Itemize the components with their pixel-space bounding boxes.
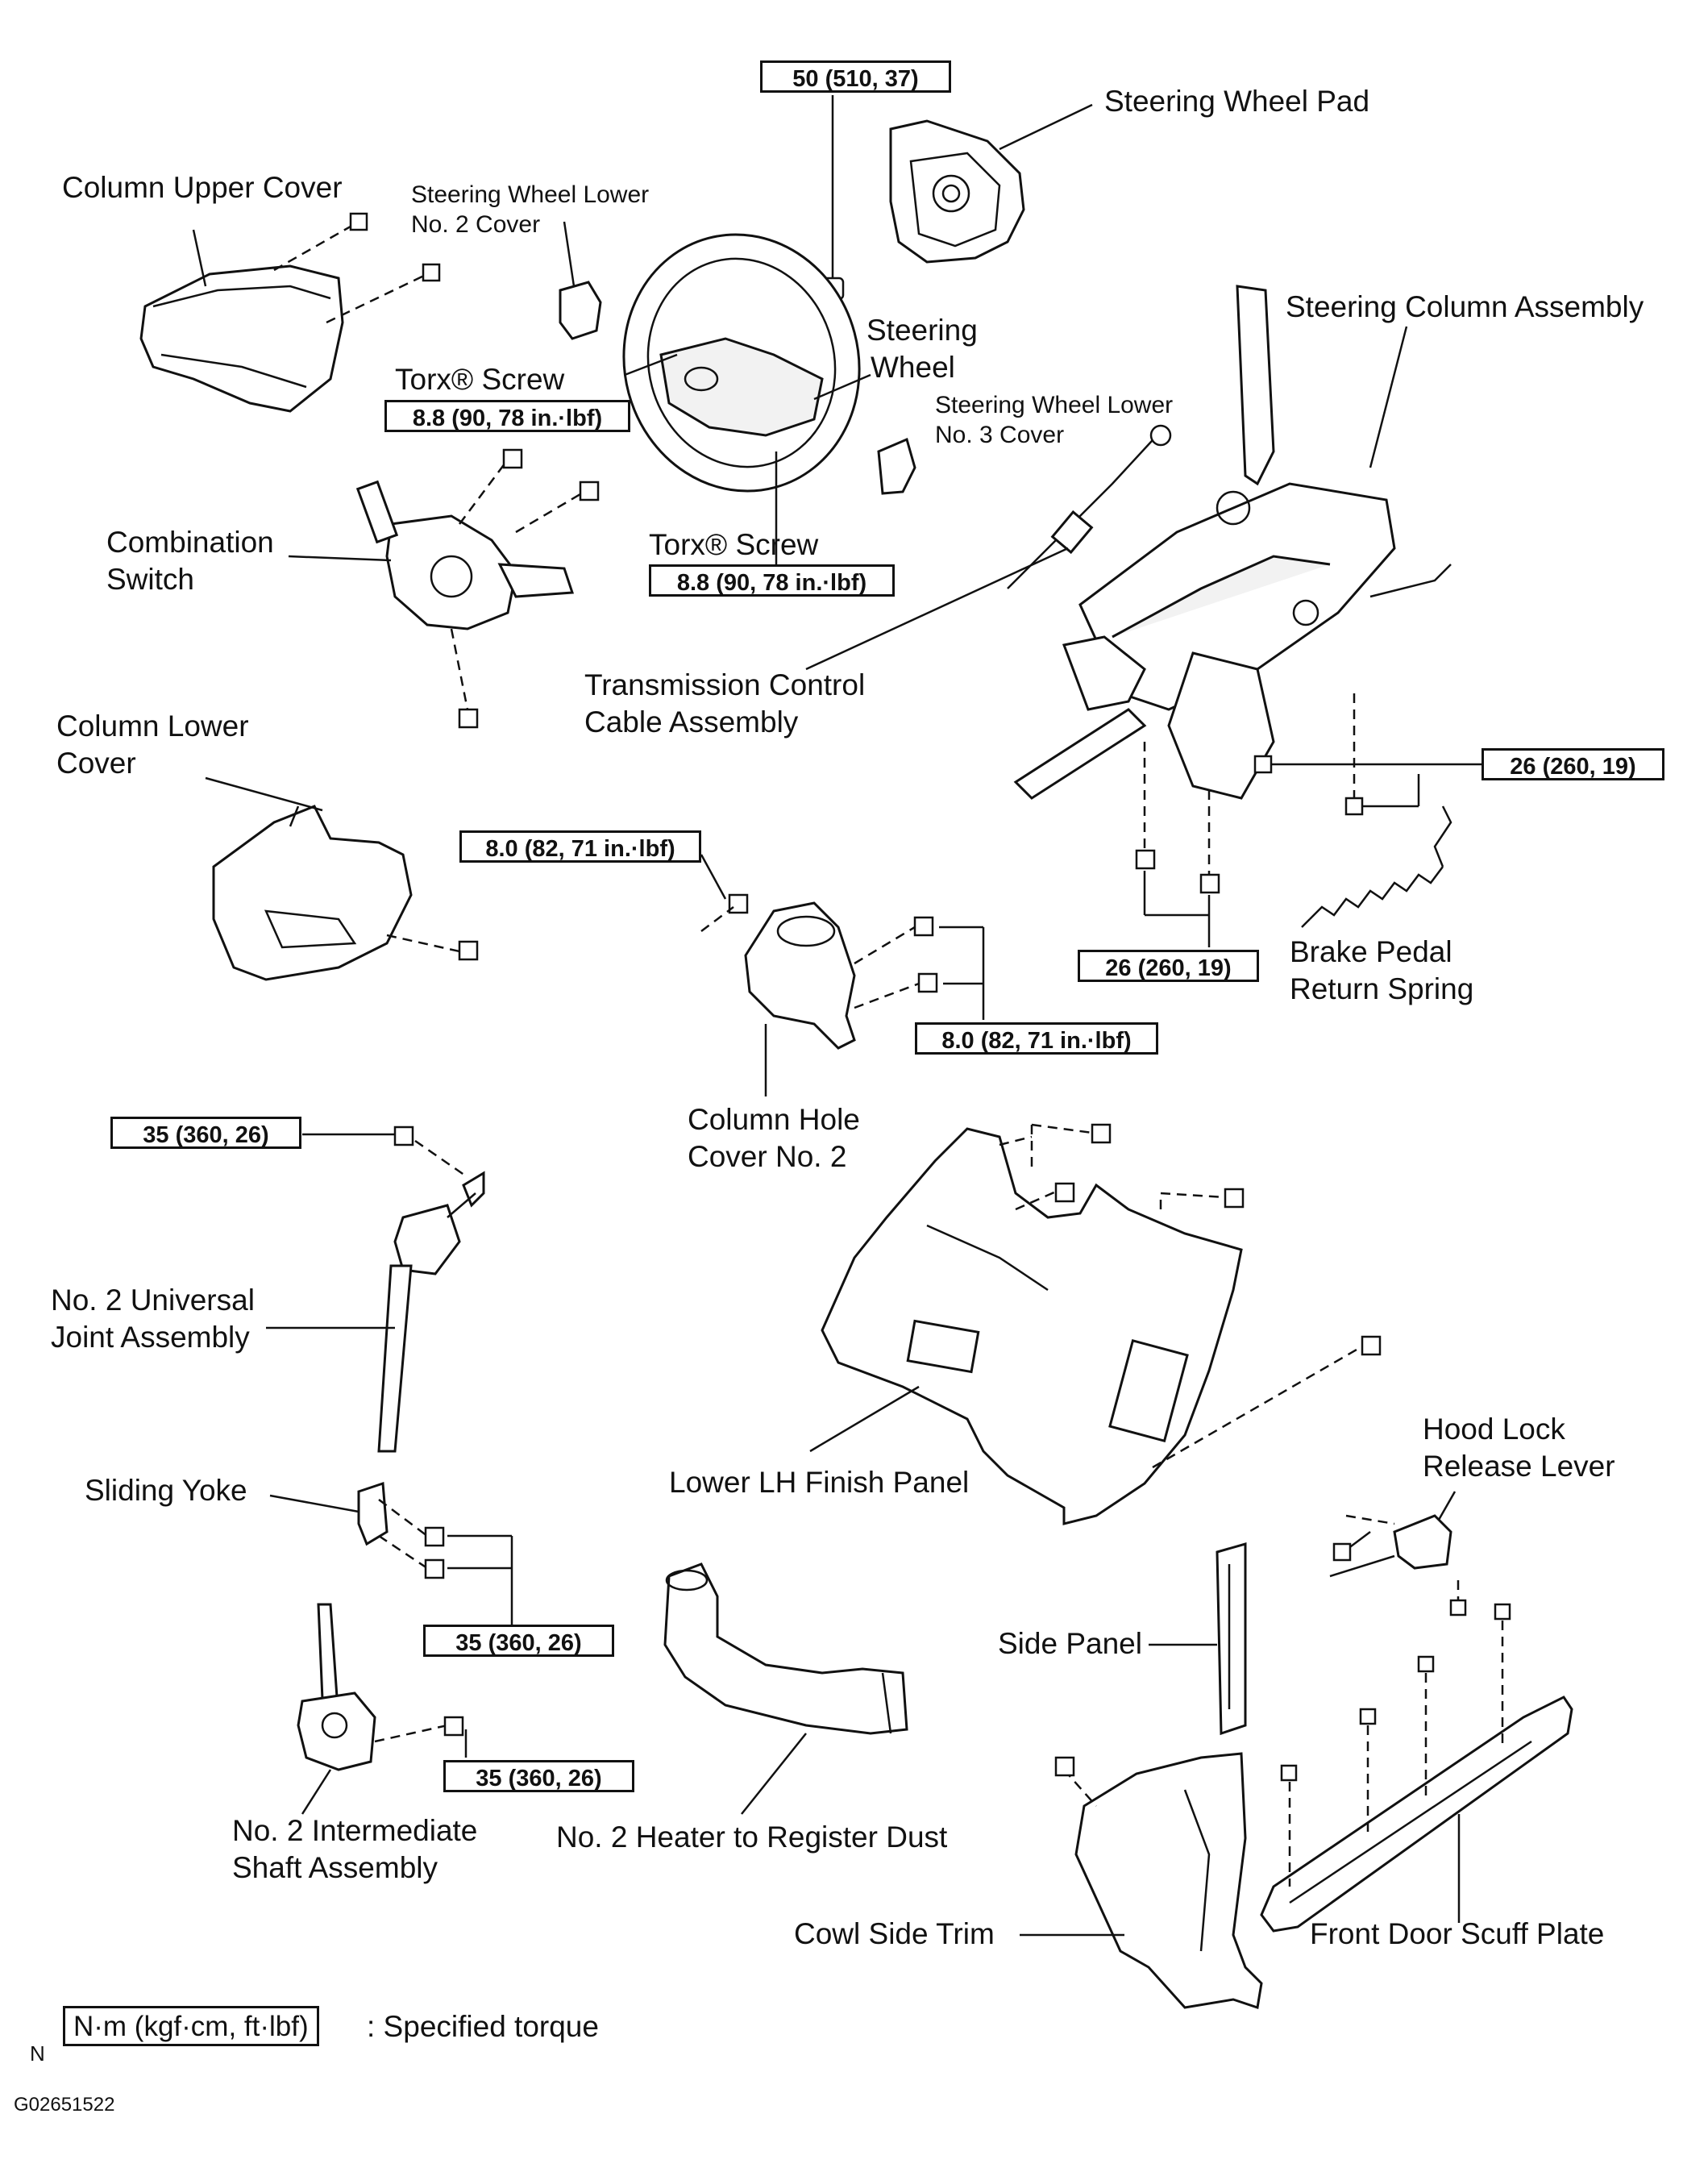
torque-wheel-nut: 50 (510, 37) — [760, 60, 951, 93]
column-hole-cover-drawing — [744, 901, 856, 1050]
steering-column-assembly-label: Steering Column Assembly — [1286, 290, 1644, 323]
sliding-yoke-label: Sliding Yoke — [85, 1474, 247, 1507]
legend-torque-unit-box: N·m (kgf·cm, ft·lbf) — [63, 2006, 319, 2046]
figure-code: G02651522 — [14, 2094, 115, 2116]
heater-to-register-dust-label: No. 2 Heater to Register Dust — [556, 1820, 948, 1854]
torque-universal-joint: 35 (360, 26) — [110, 1117, 301, 1149]
torque-sliding-yoke: 35 (360, 26) — [423, 1625, 614, 1657]
north-mark: N — [30, 2041, 45, 2066]
steering-wheel-pad-drawing — [889, 119, 1025, 264]
steering-wheel-drawing — [622, 233, 861, 493]
column-hole-cover-label-line1: Column Hole — [688, 1103, 860, 1136]
combination-switch-drawing — [355, 480, 575, 630]
torque-intermediate-shaft: 35 (360, 26) — [443, 1760, 634, 1792]
brake-pedal-return-spring-label-line2: Return Spring — [1290, 972, 1474, 1005]
universal-joint-assembly-label-line2: Joint Assembly — [51, 1321, 250, 1354]
intermediate-shaft-assembly-label-line2: Shaft Assembly — [232, 1851, 438, 1884]
front-door-scuff-plate-label: Front Door Scuff Plate — [1310, 1917, 1605, 1950]
steering-wheel-lower-no3-cover-label-line2: No. 3 Cover — [935, 422, 1065, 448]
torx-screw-right-label: Torx® Screw — [649, 528, 819, 561]
intermediate-shaft-assembly-label-line1: No. 2 Intermediate — [232, 1814, 478, 1847]
combination-switch-label-line2: Switch — [106, 563, 194, 596]
universal-joint-drawing — [377, 1171, 485, 1453]
steering-column-assembly-drawing — [1013, 285, 1452, 800]
combination-switch-label-line1: Combination — [106, 526, 274, 559]
torque-column-nut-right: 26 (260, 19) — [1482, 748, 1664, 780]
column-lower-cover-label-line1: Column Lower — [56, 709, 249, 743]
steering-wheel-lower-no2-cover-label-line1: Steering Wheel Lower — [411, 181, 650, 208]
lower-lh-finish-panel-label: Lower LH Finish Panel — [669, 1466, 970, 1499]
steering-wheel-lower-no3-cover-label-line1: Steering Wheel Lower — [935, 392, 1174, 418]
torx-screw-left-label: Torx® Screw — [395, 363, 565, 396]
hood-lock-release-lever-label-line2: Release Lever — [1423, 1450, 1615, 1483]
column-hole-cover-label-line2: Cover No. 2 — [688, 1140, 847, 1173]
torque-torx-screw-right: 8.8 (90, 78 in.·lbf) — [649, 564, 895, 597]
steering-wheel-lower-no2-cover-label-line2: No. 2 Cover — [411, 211, 541, 238]
transmission-control-cable-label-line2: Cable Assembly — [584, 705, 799, 739]
steering-wheel-pad-label: Steering Wheel Pad — [1104, 85, 1370, 118]
column-upper-cover-label: Column Upper Cover — [62, 171, 343, 204]
lower-lh-finish-panel-drawing — [821, 1127, 1243, 1525]
steering-wheel-label-line2: Wheel — [871, 351, 955, 384]
intermediate-shaft-drawing — [297, 1603, 376, 1771]
cowl-side-trim-label: Cowl Side Trim — [794, 1917, 995, 1950]
column-upper-cover-drawing — [139, 264, 344, 413]
column-lower-cover-drawing — [212, 805, 413, 981]
transmission-control-cable-label-line1: Transmission Control — [584, 668, 866, 701]
legend-description: : Specified torque — [367, 2010, 599, 2043]
steering-wheel-label-line1: Steering — [866, 314, 978, 347]
side-panel-label: Side Panel — [998, 1627, 1142, 1660]
front-door-scuff-plate-drawing — [1260, 1696, 1573, 1933]
cowl-side-trim-drawing — [1074, 1752, 1263, 2009]
brake-pedal-return-spring-label-line1: Brake Pedal — [1290, 935, 1452, 968]
hood-lock-release-lever-label-line1: Hood Lock — [1423, 1413, 1565, 1446]
column-lower-cover-label-line2: Cover — [56, 747, 136, 780]
universal-joint-assembly-label-line1: No. 2 Universal — [51, 1284, 255, 1317]
heater-register-duct-drawing — [663, 1562, 908, 1735]
side-panel-drawing — [1216, 1542, 1247, 1736]
torque-column-nut-lower: 26 (260, 19) — [1078, 950, 1259, 982]
torque-hole-cover-right: 8.0 (82, 71 in.·lbf) — [915, 1022, 1158, 1055]
hood-lock-lever-drawing — [1329, 1514, 1452, 1578]
torque-torx-screw-left: 8.8 (90, 78 in.·lbf) — [384, 400, 630, 432]
torque-hole-cover-top: 8.0 (82, 71 in.·lbf) — [459, 830, 701, 863]
